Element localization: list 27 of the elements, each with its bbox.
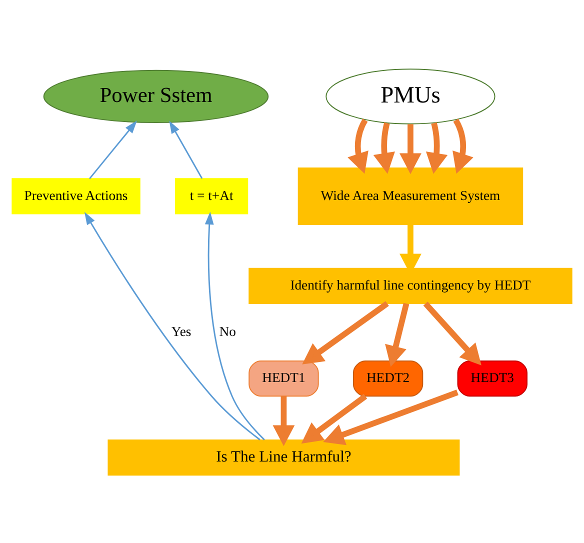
arrow [301,393,368,444]
node-box: Is The Line Harmful? [108,439,460,476]
arrow [89,120,137,179]
arrow [373,122,395,174]
arrow [452,118,474,174]
edge-label: No [219,323,236,338]
arrow [272,396,295,446]
node-ellipse: PMUs [326,68,496,124]
node-box: Preventive Actions [12,178,140,214]
arrow [84,211,260,440]
node-box: Wide Area Measurement System [298,166,524,224]
node-box: HEDT3 [457,360,528,396]
arrow [204,211,265,440]
edge-label: Yes [171,323,192,338]
node-box: Identify harmful line contingency by HEDT [248,267,572,304]
arrow [426,122,448,174]
arrow [348,118,368,174]
node-box: HEDT1 [248,360,319,396]
arrow [302,300,389,364]
arrow [385,302,410,366]
arrow [423,301,482,365]
node-box: t = t+At [174,178,248,214]
node-ellipse: Power Sstem [43,69,269,123]
node-box: HEDT2 [352,360,424,396]
arrow [169,120,203,178]
arrow [400,124,422,174]
arrow [323,389,458,445]
